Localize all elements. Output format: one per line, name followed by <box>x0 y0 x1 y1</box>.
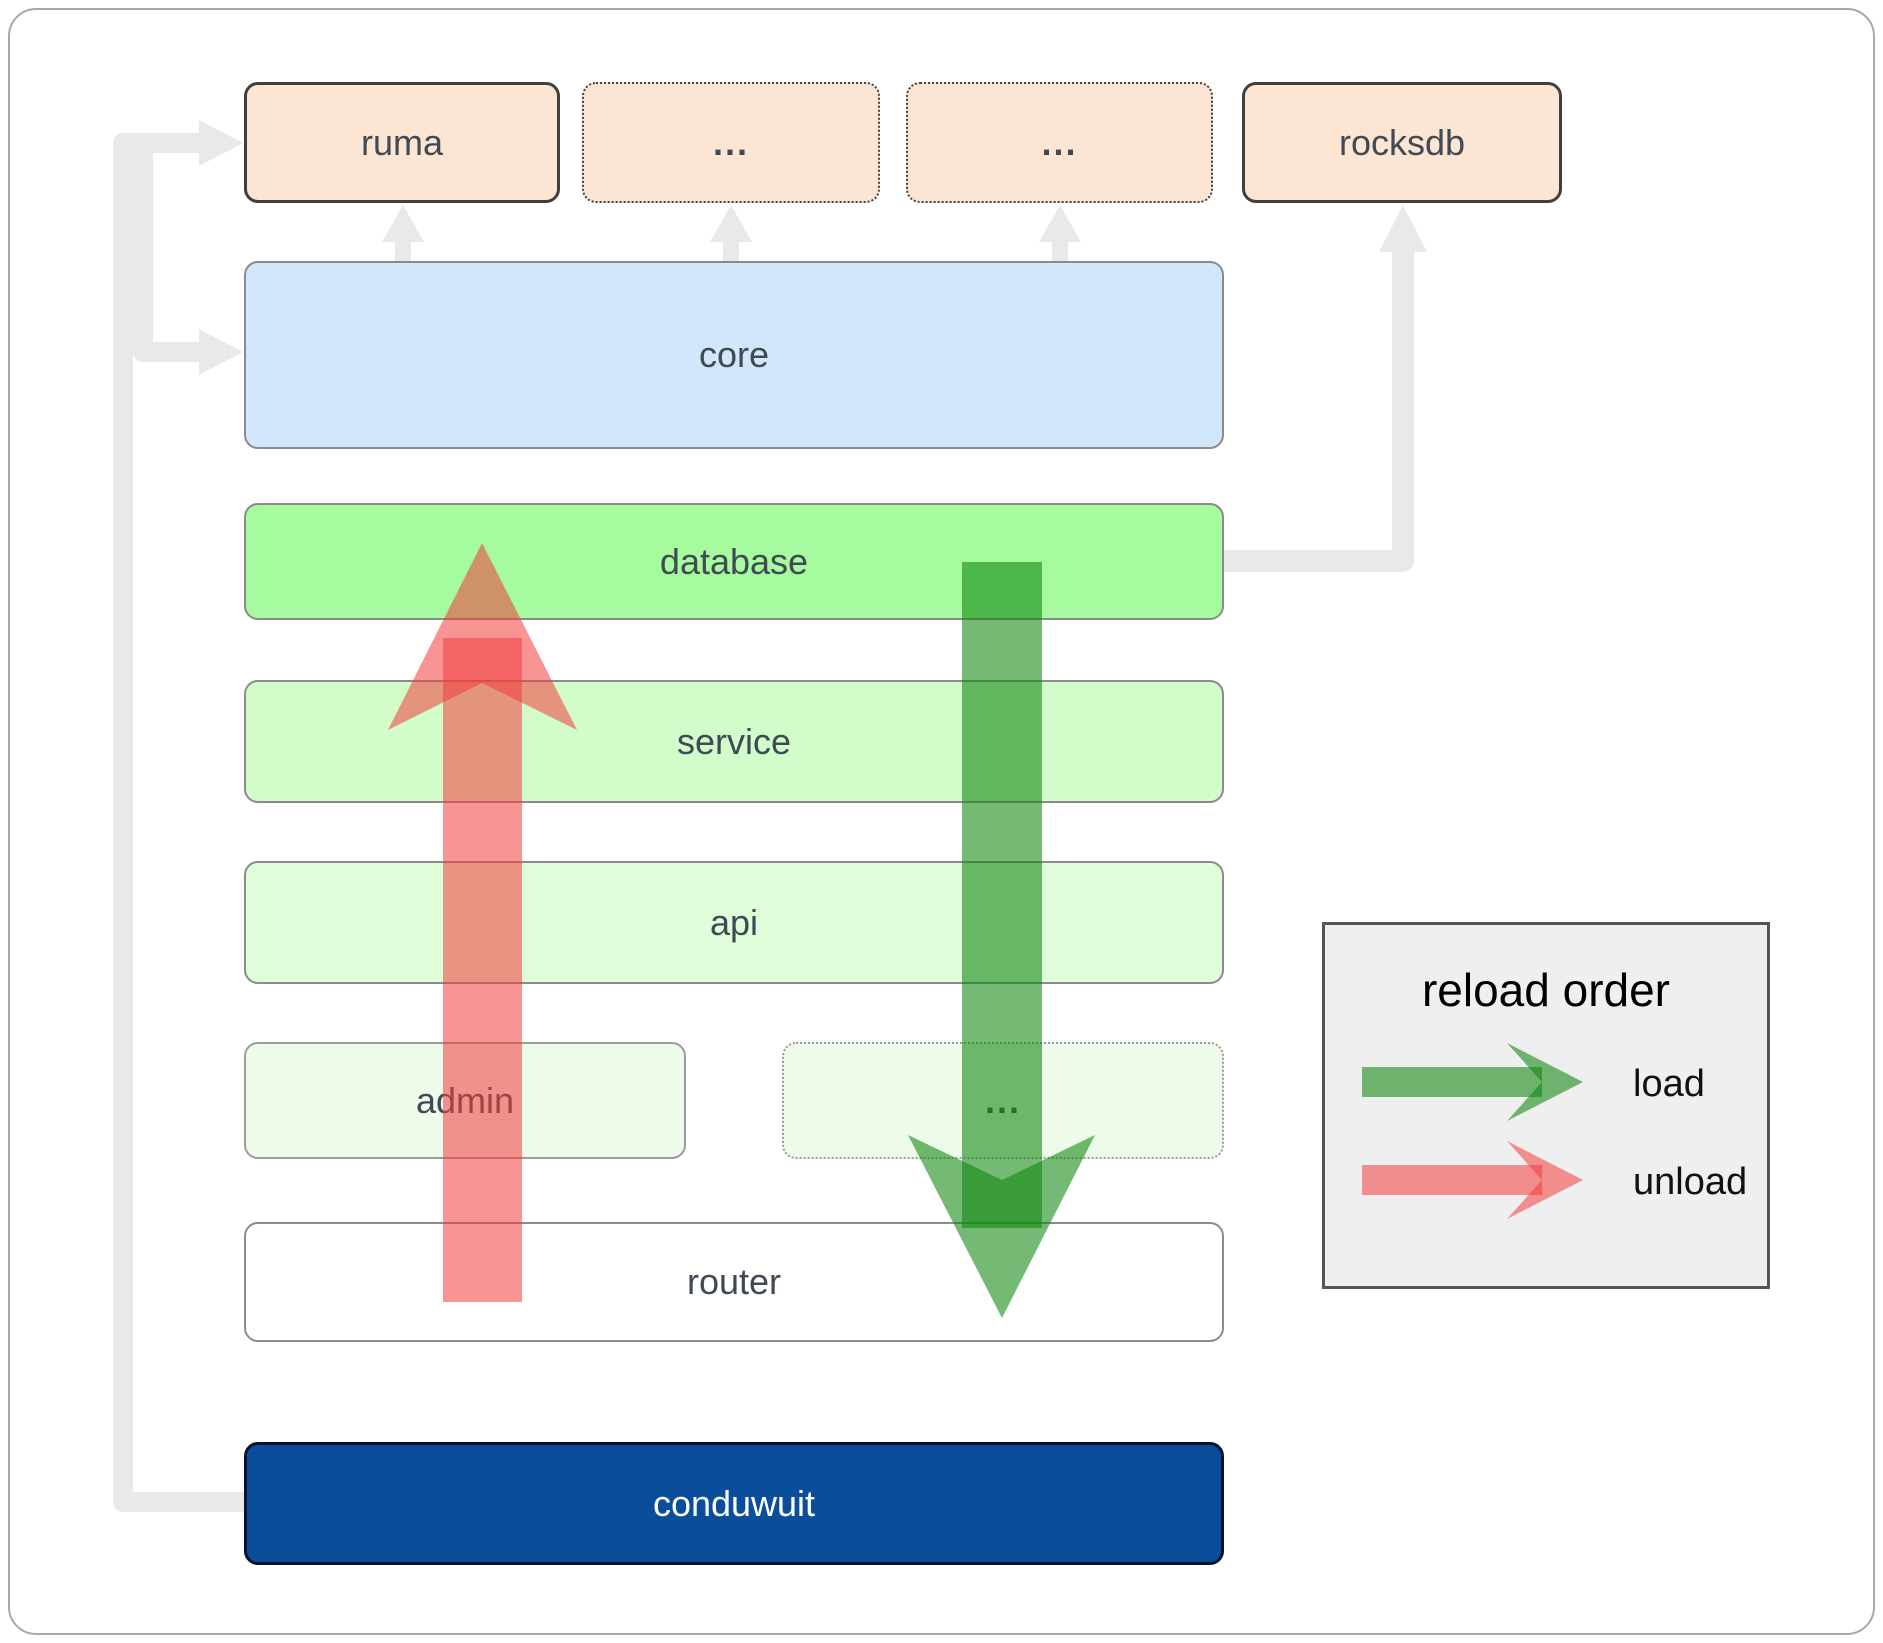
node-api: api <box>244 861 1224 984</box>
node-core-label: core <box>698 334 770 375</box>
node-admin: admin <box>244 1042 686 1159</box>
node-more-services: ... <box>782 1042 1224 1159</box>
node-service: service <box>244 680 1224 803</box>
legend: reload order load unload <box>1322 922 1770 1289</box>
node-router-label: router <box>686 1261 782 1302</box>
node-conduwuit: conduwuit <box>244 1442 1224 1565</box>
node-dependency-1: ... <box>582 82 880 203</box>
node-database: database <box>244 503 1224 620</box>
node-core: core <box>244 261 1224 449</box>
diagram-outer-frame <box>8 8 1875 1635</box>
node-ruma: ruma <box>244 82 560 203</box>
node-rocksdb-label: rocksdb <box>1338 121 1466 163</box>
node-router: router <box>244 1222 1224 1342</box>
node-api-label: api <box>709 901 759 943</box>
node-admin-label: admin <box>415 1079 515 1121</box>
node-conduwuit-label: conduwuit <box>652 1482 816 1524</box>
node-rocksdb: rocksdb <box>1242 82 1562 203</box>
node-ruma-label: ruma <box>360 121 444 163</box>
node-service-label: service <box>676 720 792 762</box>
legend-unload-label: unload <box>1633 1161 1748 1203</box>
node-more-services-label: ... <box>984 1079 1021 1121</box>
node-dependency-1-label: ... <box>712 121 749 163</box>
node-dependency-2: ... <box>906 82 1213 203</box>
node-dependency-2-label: ... <box>1041 121 1078 163</box>
node-database-label: database <box>659 540 809 582</box>
legend-load-label: load <box>1633 1063 1705 1105</box>
legend-title: reload order <box>1421 964 1671 1016</box>
